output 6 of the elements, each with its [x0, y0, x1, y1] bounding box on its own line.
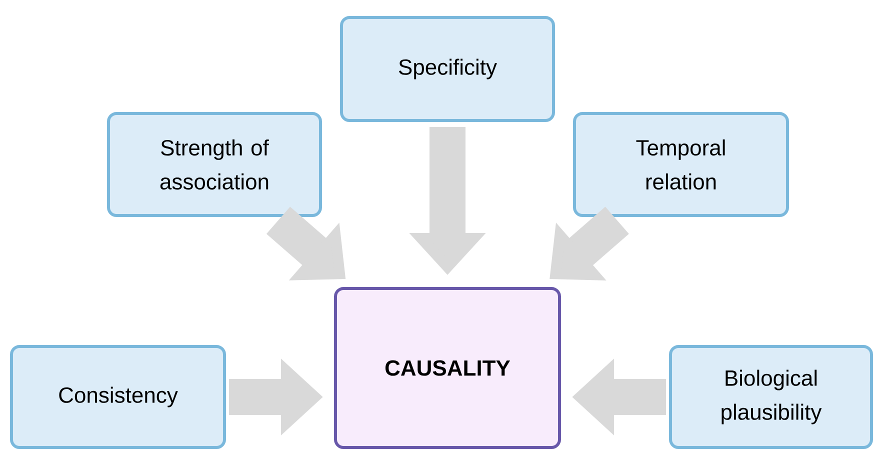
factor-box: Strength of association	[107, 112, 322, 217]
causality-box: CAUSALITY	[334, 287, 561, 449]
factor-box: Biological plausibility	[669, 345, 873, 449]
factor-box: Temporal relation	[573, 112, 789, 217]
factor-box: Specificity	[340, 16, 555, 122]
factor-box: Consistency	[10, 345, 226, 449]
